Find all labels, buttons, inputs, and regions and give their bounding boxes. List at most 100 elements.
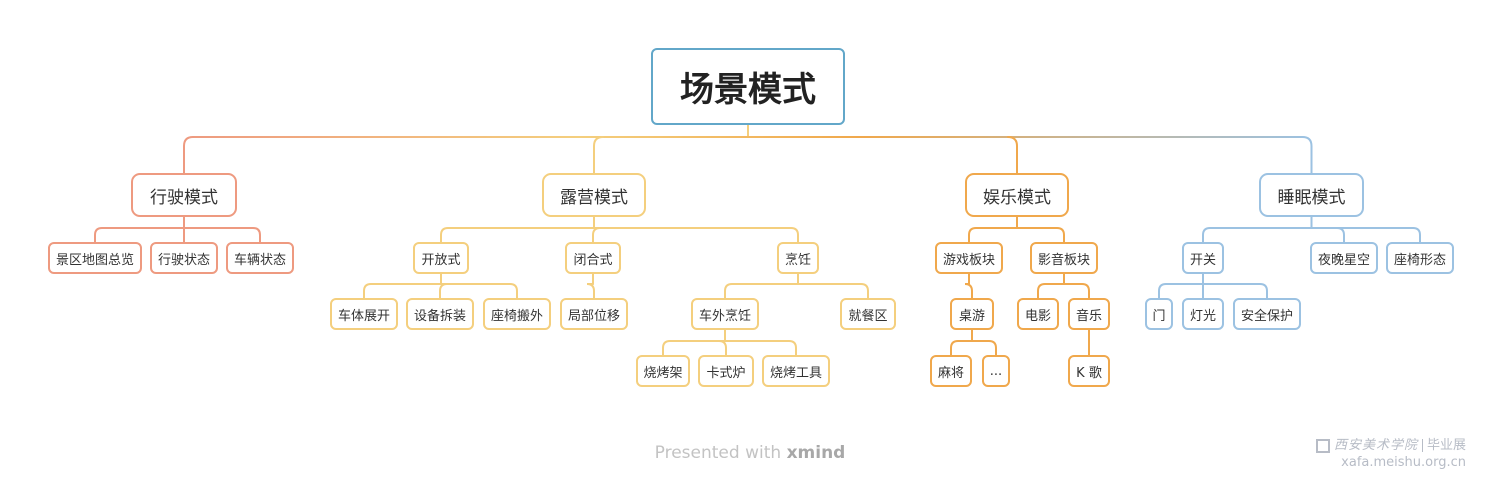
subtopic[interactable]: 灯光 (1182, 298, 1224, 330)
connector-line (439, 283, 448, 299)
main-topic[interactable]: 露营模式 (542, 173, 646, 217)
topic-label: 烹饪 (784, 252, 811, 268)
school-seal-icon (1315, 438, 1330, 453)
connector-line (94, 227, 185, 243)
connector-line (1063, 283, 1090, 299)
topic-label: 座椅搬外 (490, 308, 543, 324)
connector-line (1202, 283, 1268, 299)
subtopic[interactable]: 烧烤架 (636, 355, 690, 387)
connector-line (1158, 283, 1204, 299)
watermark-suffix: 毕业展 (1426, 438, 1466, 453)
subtopic[interactable]: 闭合式 (565, 242, 621, 274)
connector-line (797, 283, 869, 299)
topic-label: 座椅形态 (1393, 252, 1446, 268)
subtopic[interactable]: 开放式 (413, 242, 469, 274)
topic-label: 桌游 (958, 308, 985, 324)
subtopic[interactable]: ... (982, 355, 1010, 387)
topic-label: 闭合式 (573, 252, 613, 268)
topic-label: 安全保护 (1240, 308, 1293, 324)
topic-label: 烧烤架 (643, 365, 683, 381)
connector-line (593, 136, 604, 174)
subtopic[interactable]: K 歌 (1068, 355, 1110, 387)
main-topic[interactable]: 行驶模式 (131, 173, 237, 217)
main-topic[interactable]: 娱乐模式 (965, 173, 1069, 217)
connector-line (964, 283, 973, 299)
subtopic[interactable]: 座椅形态 (1386, 242, 1454, 274)
topic-label: K 歌 (1076, 365, 1102, 381)
topic-label: 行驶模式 (150, 187, 218, 208)
subtopic[interactable]: 车辆状态 (226, 242, 294, 274)
topic-label: 车外烹饪 (698, 308, 751, 324)
connector-line (586, 283, 595, 299)
main-topic[interactable]: 睡眠模式 (1259, 173, 1364, 217)
subtopic[interactable]: 音乐 (1068, 298, 1110, 330)
subtopic[interactable]: 就餐区 (840, 298, 896, 330)
connector-line (593, 227, 799, 243)
connector-line (724, 283, 799, 299)
topic-label: 娱乐模式 (983, 187, 1051, 208)
topic-label: ... (989, 363, 1003, 379)
topic-label: 景区地图总览 (55, 252, 134, 268)
topic-label: 局部位移 (567, 308, 620, 324)
topic-label: 影音板块 (1037, 252, 1090, 268)
subtopic[interactable]: 设备拆装 (406, 298, 474, 330)
subtopic[interactable]: 车体展开 (330, 298, 398, 330)
subtopic[interactable]: 卡式炉 (698, 355, 754, 387)
topic-label: 音乐 (1075, 308, 1102, 324)
topic-label: 开放式 (421, 252, 461, 268)
footer-prefix: Presented with (654, 443, 787, 463)
topic-label: 卡式炉 (706, 365, 746, 381)
topic-label: 行驶状态 (157, 252, 210, 268)
subtopic[interactable]: 影音板块 (1030, 242, 1098, 274)
connector-line (1016, 227, 1065, 243)
subtopic[interactable]: 局部位移 (560, 298, 628, 330)
connector-line (724, 340, 797, 356)
connector-line (363, 283, 442, 299)
central-topic[interactable]: 场景模式 (651, 48, 845, 125)
topic-label: 游戏板块 (942, 252, 995, 268)
topic-label: 睡眠模式 (1277, 187, 1346, 208)
connector-line (1037, 283, 1065, 299)
topic-label: 车辆状态 (233, 252, 286, 268)
connector-line (1310, 227, 1345, 243)
watermark-divider (1421, 439, 1423, 452)
connector-line (440, 227, 595, 243)
connector-line (592, 227, 601, 243)
topic-label: 露营模式 (560, 187, 628, 208)
footer-credit: Presented with xmind (0, 443, 1500, 463)
subtopic[interactable]: 桌游 (950, 298, 994, 330)
subtopic[interactable]: 夜晚星空 (1310, 242, 1378, 274)
subtopic[interactable]: 门 (1145, 298, 1173, 330)
connector-line (1301, 136, 1313, 174)
subtopic[interactable]: 烹饪 (777, 242, 819, 274)
subtopic[interactable]: 麻将 (930, 355, 972, 387)
topic-label: 车体展开 (337, 308, 390, 324)
topic-label: 夜晚星空 (1317, 252, 1370, 268)
subtopic[interactable]: 游戏板块 (935, 242, 1003, 274)
watermark-url: xafa.meishu.org.cn (1341, 455, 1466, 470)
connector-line (1007, 136, 1018, 174)
watermark: 西安美术学院 毕业展 xafa.meishu.org.cn (1306, 437, 1466, 471)
topic-label: 灯光 (1189, 308, 1216, 324)
connector-line (968, 227, 1018, 243)
topic-label: 电影 (1024, 308, 1051, 324)
subtopic[interactable]: 车外烹饪 (691, 298, 759, 330)
topic-label: 开关 (1189, 252, 1216, 268)
subtopic[interactable]: 景区地图总览 (48, 242, 142, 274)
subtopic[interactable]: 电影 (1017, 298, 1059, 330)
subtopic[interactable]: 安全保护 (1233, 298, 1301, 330)
subtopic[interactable]: 开关 (1182, 242, 1224, 274)
connector-line (718, 340, 727, 356)
subtopic[interactable]: 行驶状态 (150, 242, 218, 274)
topic-label: 场景模式 (680, 70, 816, 110)
topic-label: 麻将 (937, 365, 964, 381)
topic-label: 烧烤工具 (769, 365, 822, 381)
subtopic[interactable]: 烧烤工具 (762, 355, 830, 387)
connector-line (1202, 227, 1313, 243)
connector-line (950, 340, 973, 356)
connector-line (183, 227, 261, 243)
topic-label: 设备拆装 (413, 308, 466, 324)
subtopic[interactable]: 座椅搬外 (483, 298, 551, 330)
topic-label: 就餐区 (848, 308, 888, 324)
connector-line (662, 340, 726, 356)
